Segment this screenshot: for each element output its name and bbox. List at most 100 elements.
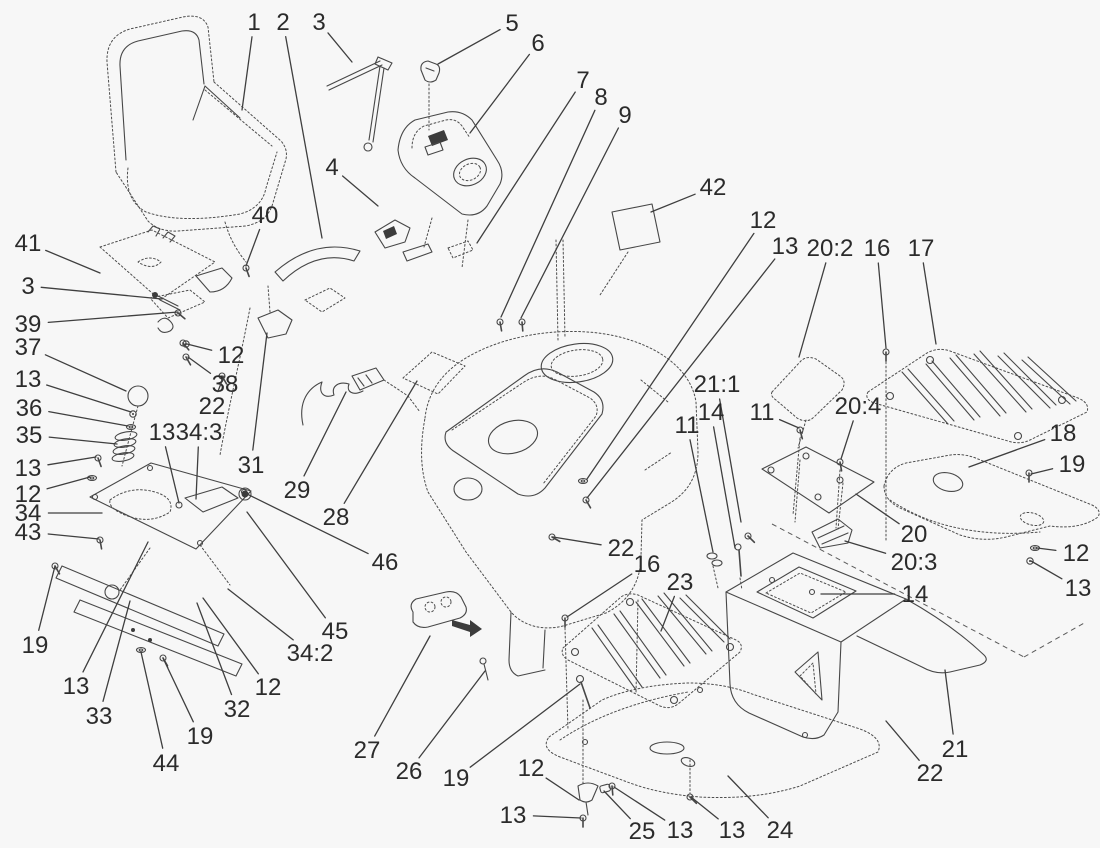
callout-leader-23	[660, 595, 676, 632]
callout-label-34:3: 34:3	[176, 419, 223, 446]
callout-leader-33	[102, 600, 131, 702]
part-key-and-console	[397, 60, 503, 269]
callout-label-11: 11	[675, 412, 700, 439]
part-hinge-cluster	[152, 285, 346, 456]
callout-label-22: 22	[917, 760, 944, 787]
callout-leader-19	[469, 683, 581, 768]
callout-label-7: 7	[576, 67, 589, 94]
part-bracket-4	[374, 219, 474, 262]
callout-label-41: 41	[15, 230, 42, 257]
callout-label-16: 16	[864, 235, 891, 262]
callout-label-2: 2	[276, 9, 289, 36]
callout-label-18: 18	[1050, 420, 1077, 447]
callout-leader-39	[47, 311, 179, 324]
callout-label-22: 22	[608, 535, 635, 562]
callout-leader-13	[532, 815, 582, 819]
callout-leader-13	[46, 384, 132, 413]
callout-label-21: 21	[942, 736, 969, 763]
callout-label-3: 3	[312, 9, 325, 36]
callout-label-33: 33	[86, 703, 113, 730]
callout-leader-29	[303, 391, 347, 477]
callout-leader-21:1	[718, 398, 742, 523]
callout-leader-26	[418, 670, 486, 759]
callout-label-12: 12	[218, 342, 245, 369]
callout-leader-13	[164, 446, 180, 504]
callout-leader-42	[650, 193, 696, 213]
part-fender-right	[771, 454, 1100, 658]
part-lift-rod	[274, 56, 393, 282]
callout-leader-22	[552, 536, 602, 546]
callout-leader-8	[500, 109, 596, 318]
part-console-box	[706, 543, 987, 740]
part-wiring-harness	[301, 367, 421, 426]
callout-leader-13	[586, 258, 776, 499]
callout-leader-2	[285, 36, 323, 239]
callout-label-6: 6	[531, 30, 544, 57]
callout-label-32: 32	[224, 696, 251, 723]
callout-leader-27	[374, 635, 431, 737]
callout-label-19: 19	[187, 723, 214, 750]
callout-label-19: 19	[1059, 451, 1086, 478]
callout-leader-43	[47, 533, 100, 540]
callout-label-36: 36	[16, 395, 43, 422]
callout-leader-12	[186, 343, 213, 351]
callout-leader-16	[566, 573, 633, 618]
callout-label-46: 46	[372, 549, 399, 576]
callout-label-19: 19	[22, 632, 49, 659]
part-footrest-right	[866, 348, 1089, 444]
callout-label-13: 13	[15, 366, 42, 393]
callout-label-37: 37	[15, 334, 42, 361]
callout-leader-3	[40, 286, 163, 300]
callout-label-12: 12	[1063, 540, 1090, 567]
part-bracket-27	[410, 591, 489, 681]
part-seat-support-plate	[99, 221, 247, 334]
callout-label-35: 35	[16, 422, 43, 449]
callout-label-11: 11	[750, 399, 775, 426]
callout-label-12: 12	[518, 755, 545, 782]
callout-leader-21	[944, 669, 954, 735]
callout-leader-25	[603, 790, 631, 820]
callout-label-42: 42	[700, 174, 727, 201]
callout-label-3: 3	[21, 273, 34, 300]
callout-leader-38	[187, 356, 212, 375]
callout-label-13: 13	[500, 802, 527, 829]
callout-label-12: 12	[750, 207, 777, 234]
callout-label-34: 34	[15, 500, 42, 527]
callout-label-13: 13	[772, 233, 799, 260]
callout-label-28: 28	[323, 504, 350, 531]
callout-leader-20:2	[798, 262, 827, 358]
callout-label-14: 14	[698, 399, 725, 426]
callout-label-12: 12	[15, 481, 42, 508]
callout-label-20:2: 20:2	[807, 235, 854, 262]
callout-label-13: 13	[15, 455, 42, 482]
callout-label-20:4: 20:4	[835, 393, 882, 420]
callout-leader-12	[202, 597, 259, 675]
callout-leader-7	[476, 91, 576, 244]
callout-leader-22	[217, 375, 225, 393]
callout-leader-32	[196, 602, 233, 696]
part-sticker-42	[599, 203, 661, 296]
callout-leader-45	[246, 511, 326, 619]
callout-label-17: 17	[908, 235, 935, 262]
callout-leader-35	[48, 436, 118, 445]
callout-label-13: 13	[667, 817, 694, 844]
part-footrest-left	[561, 592, 742, 731]
callout-leader-46	[246, 493, 369, 555]
callout-leader-20:3	[844, 540, 887, 554]
callout-label-29: 29	[284, 477, 311, 504]
callout-leader-14	[712, 426, 736, 549]
callout-label-5: 5	[505, 10, 518, 37]
callout-label-43: 43	[15, 519, 42, 546]
callout-leader-20:4	[840, 420, 854, 460]
callout-label-39: 39	[15, 311, 42, 338]
callout-label-8: 8	[594, 84, 607, 111]
callout-leader-40	[245, 228, 261, 267]
callout-leader-22	[885, 720, 920, 761]
part-rails	[55, 544, 243, 677]
callout-leader-20	[855, 493, 900, 525]
callout-label-22: 22	[199, 393, 226, 420]
callout-label-26: 26	[396, 758, 423, 785]
part-main-body	[402, 239, 699, 677]
callout-label-38: 38	[212, 371, 239, 398]
